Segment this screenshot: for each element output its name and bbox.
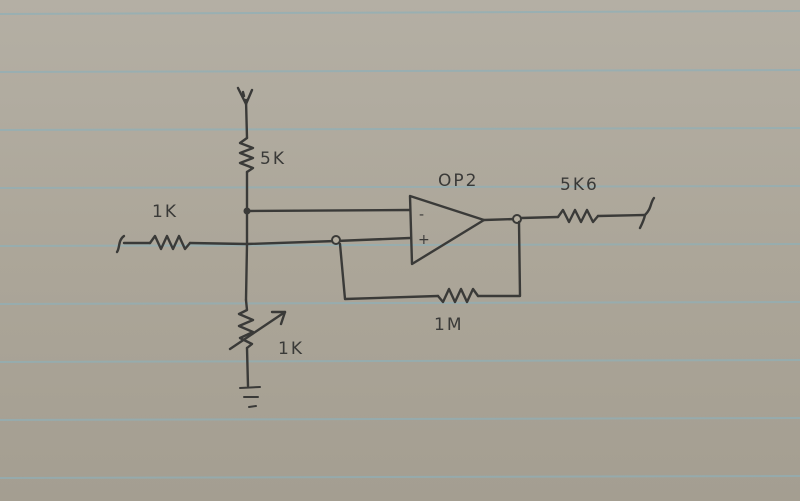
ground-wire (245, 346, 250, 388)
opamp-triangle (408, 194, 486, 266)
label-1k-input: 1K (152, 202, 178, 222)
output-wire (482, 217, 518, 222)
supply-wire (244, 98, 249, 140)
label-1k-pot: 1K (278, 339, 304, 359)
variable-arrow-line (228, 310, 287, 351)
label-1m: 1M (434, 315, 463, 335)
input-terminal (115, 234, 126, 254)
resistor-5k6 (556, 208, 600, 224)
wire-to-plus (188, 236, 412, 246)
feedback-wire-right (476, 220, 522, 298)
feedback-wire-left (338, 242, 440, 301)
ruled-line (0, 301, 800, 305)
ruled-line (0, 10, 800, 15)
label-op2: OP2 (438, 171, 478, 191)
ruled-line (0, 185, 800, 189)
ruled-line (0, 69, 800, 73)
opamp-plus-sign: + (418, 232, 430, 248)
node-wire (244, 170, 249, 302)
variable-arrow-head (270, 310, 287, 326)
resistor-1k-variable (237, 298, 255, 350)
label-5k: 5K (260, 149, 286, 169)
output-to-resistor (519, 215, 560, 220)
wire-to-minus (245, 208, 412, 213)
resistor-1m (436, 287, 480, 304)
output-terminal (638, 196, 656, 230)
ruled-line (0, 127, 800, 131)
label-5k6: 5K6 (560, 175, 599, 195)
output-tail-wire (596, 213, 647, 218)
ruled-line (0, 475, 800, 479)
ground-symbol (239, 386, 261, 408)
ruled-line (0, 359, 800, 363)
resistor-1k-input (148, 234, 192, 251)
opamp-minus-sign: - (419, 207, 424, 223)
ruled-line (0, 243, 800, 247)
feedback-node-left (331, 235, 341, 245)
resistor-5k (238, 136, 255, 174)
ruled-line (0, 417, 800, 421)
